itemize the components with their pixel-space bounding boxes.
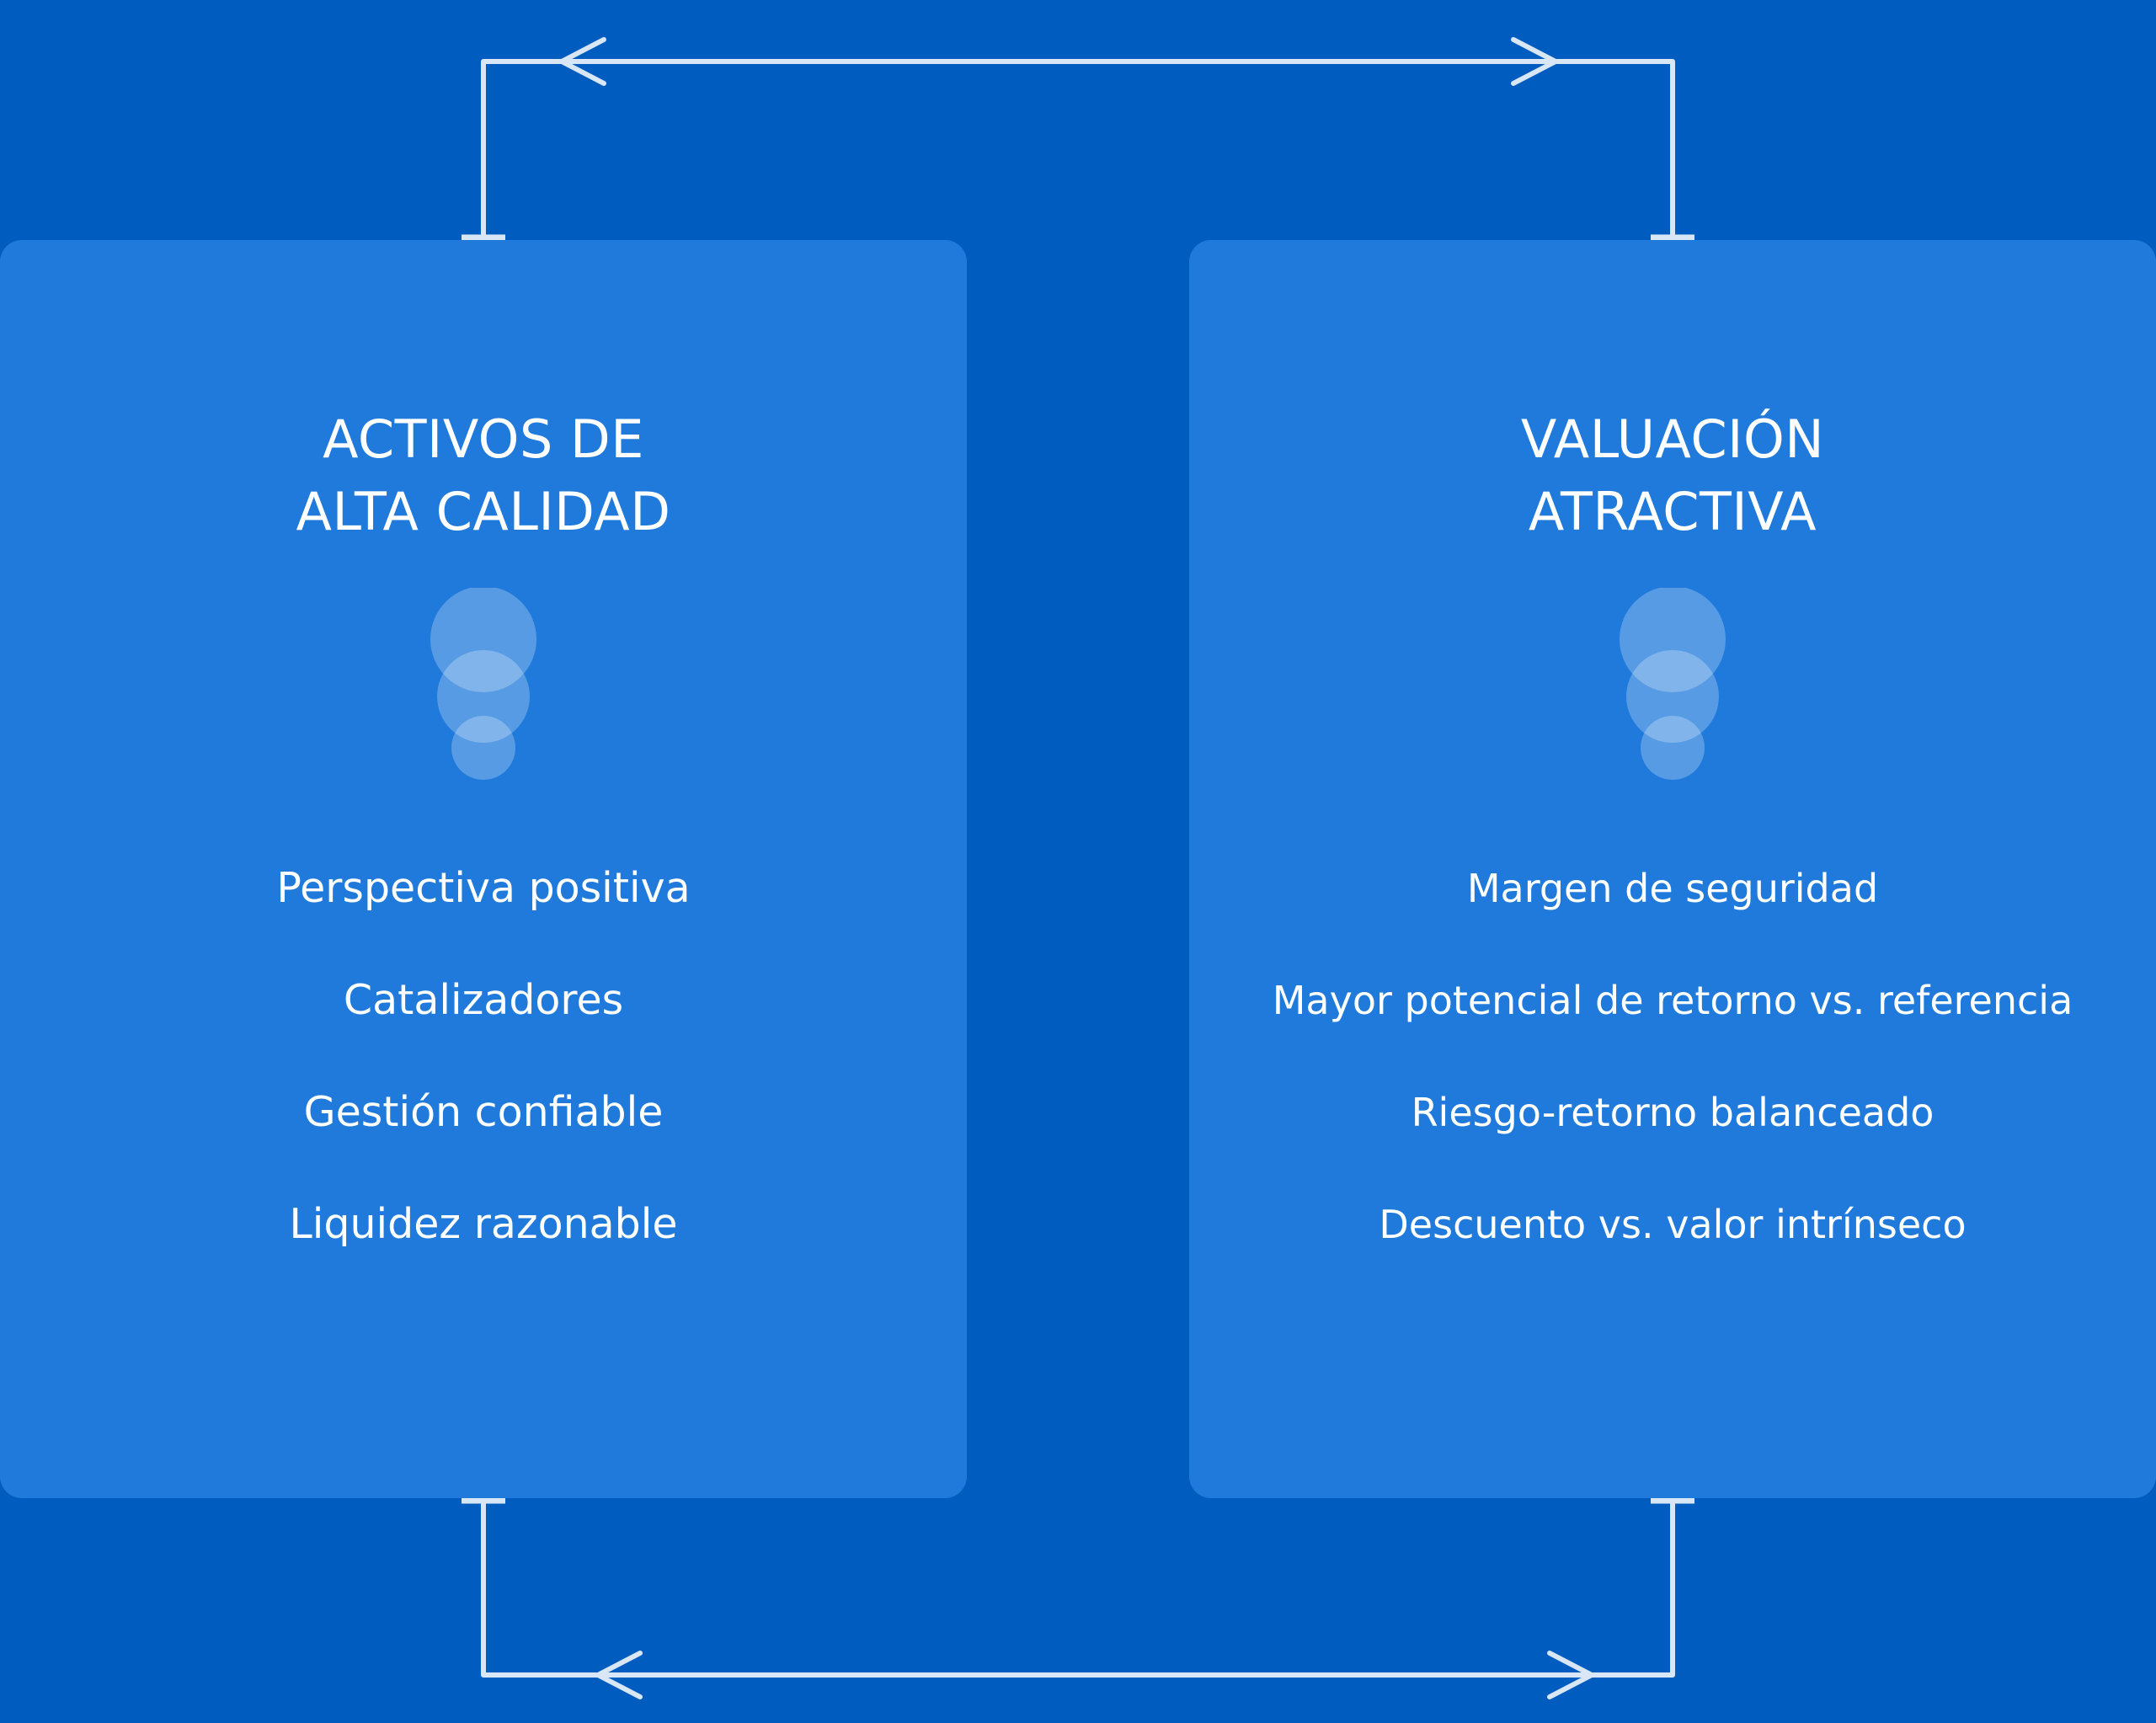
list-item: Riesgo-retorno balanceado [1411, 1090, 1935, 1135]
list-item: Perspectiva positiva [276, 864, 691, 912]
bottom-arrow-right-head [1547, 1651, 1594, 1699]
list-item: Catalizadores [343, 976, 624, 1024]
list-item: Descuento vs. valor intrínseco [1379, 1202, 1967, 1247]
card-title: VALUACIÓN ATRACTIVA [1189, 403, 2156, 548]
list-item: Gestión confiable [303, 1088, 664, 1136]
bottom-connector-line [481, 1496, 1675, 1678]
card-title-line: ALTA CALIDAD [296, 481, 671, 542]
bottom-connector [481, 1496, 1675, 1699]
top-connector-line [481, 59, 1675, 243]
card-item-list: Margen de seguridad Mayor potencial de r… [1189, 863, 2156, 1311]
card-title-line: ACTIVOS DE [323, 408, 644, 470]
card-attractive-valuation: VALUACIÓN ATRACTIVA Margen de seguridad … [1189, 240, 2156, 1498]
card-title-line: VALUACIÓN [1520, 408, 1825, 470]
stacked-circles-icon [430, 588, 536, 780]
top-connector [481, 37, 1675, 243]
bottom-arrow-left-head [595, 1651, 643, 1699]
top-arrow-right-head [1511, 37, 1558, 86]
list-item: Margen de seguridad [1466, 866, 1879, 911]
stacked-circles-icon [1620, 588, 1726, 780]
card-high-quality-assets: ACTIVOS DE ALTA CALIDAD Perspectiva posi… [0, 240, 967, 1498]
card-item-list: Perspectiva positiva Catalizadores Gesti… [0, 863, 967, 1311]
list-item: Liquidez razonable [289, 1200, 678, 1248]
card-title-line: ATRACTIVA [1528, 481, 1817, 542]
card-title: ACTIVOS DE ALTA CALIDAD [0, 403, 967, 548]
top-arrow-left-head [559, 37, 606, 86]
list-item: Mayor potencial de retorno vs. referenci… [1272, 978, 2073, 1023]
